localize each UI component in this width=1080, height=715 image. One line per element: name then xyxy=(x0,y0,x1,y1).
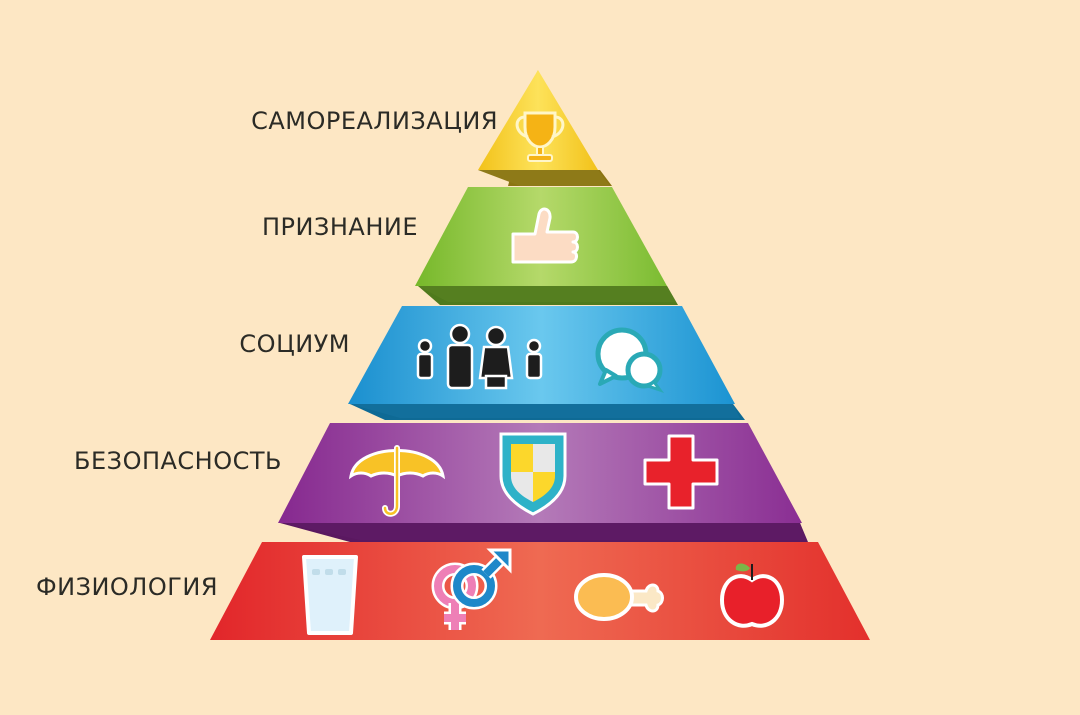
pyramid-level-self-actualization xyxy=(478,70,612,186)
level-label-safety: БЕЗОПАСНОСТЬ xyxy=(74,447,282,475)
level-label-physiology: ФИЗИОЛОГИЯ xyxy=(35,573,218,601)
trophy-icon xyxy=(515,111,565,162)
umbrella-icon xyxy=(348,445,446,517)
pyramid-level-physiology xyxy=(210,542,870,640)
pyramid-level-safety xyxy=(278,423,808,542)
gender-symbols-icon xyxy=(431,548,512,630)
shield-icon xyxy=(499,432,567,516)
water-glass-icon xyxy=(302,555,358,635)
medical-cross-icon xyxy=(643,434,719,510)
thumbs-up-icon xyxy=(511,207,579,264)
level-label-self-actualization: САМОРЕАЛИЗАЦИЯ xyxy=(251,107,498,135)
chat-bubbles-icon xyxy=(595,327,665,393)
level-label-social: СОЦИУМ xyxy=(239,330,350,358)
chicken-leg-icon xyxy=(574,573,664,621)
pyramid-level-recognition xyxy=(415,187,678,305)
level-label-recognition: ПРИЗНАНИЕ xyxy=(262,213,418,241)
family-icon xyxy=(416,323,543,390)
pyramid-level-social xyxy=(348,306,745,420)
apple-icon xyxy=(719,563,785,628)
